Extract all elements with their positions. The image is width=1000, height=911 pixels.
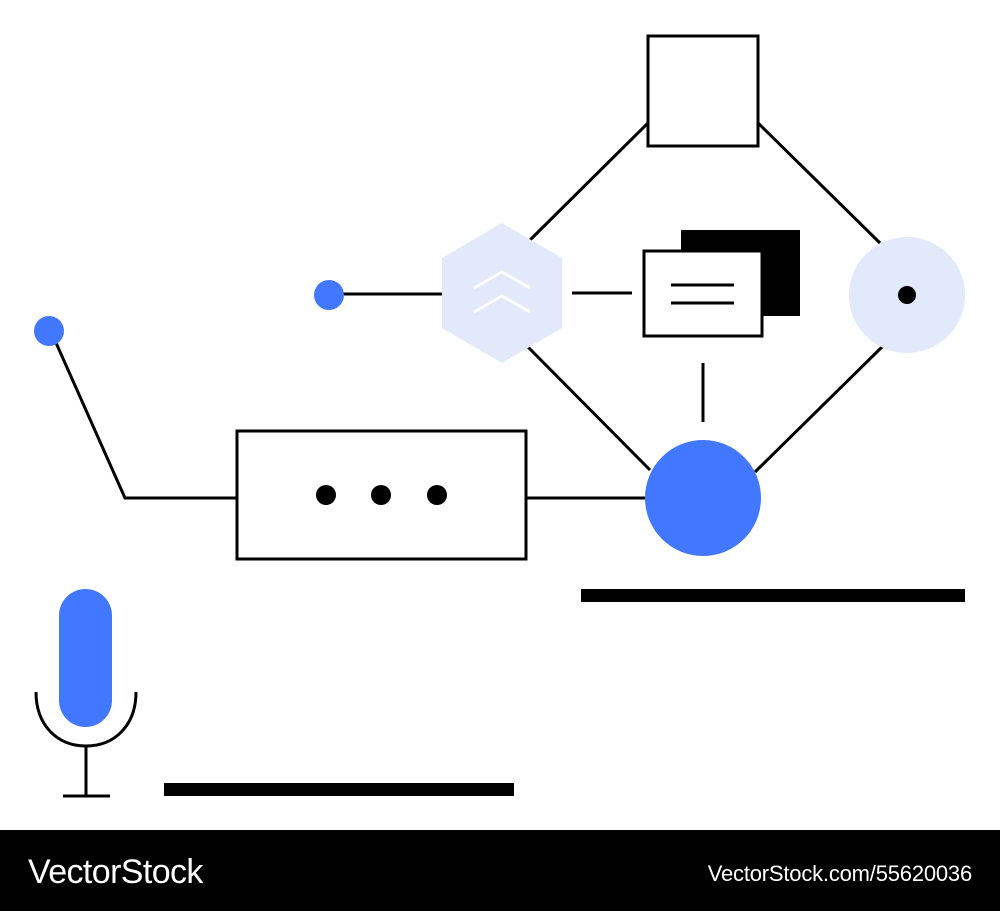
target-center-dot [898, 286, 916, 304]
microphone-capsule [59, 589, 112, 727]
filled-circle-icon [645, 440, 761, 556]
edge-pin-menu [51, 335, 237, 500]
pin-dot-icon [34, 316, 64, 346]
edge-left-bottom [525, 344, 652, 472]
dot [316, 485, 336, 505]
hexagon-chevron-up-icon [442, 223, 562, 363]
chevron-up-icon [473, 270, 531, 290]
top-node-square-icon [646, 34, 760, 148]
edge-right-bottom [753, 344, 885, 474]
more-dots-icon [235, 429, 528, 561]
network-diagram [34, 34, 965, 798]
brand-logo: VectorStock [28, 853, 203, 891]
dot [371, 485, 391, 505]
edge-top-right [756, 121, 882, 245]
right-underline-bar [581, 589, 965, 602]
pin-dot-icon [314, 280, 344, 310]
dot [427, 485, 447, 505]
stock-id: VectorStock.com/55620036 [707, 861, 972, 886]
document-front [642, 249, 764, 338]
chevron-up-icon [473, 294, 531, 314]
target-circle-icon [849, 237, 965, 353]
connectors [51, 121, 885, 500]
watermark-footer: VectorStock VectorStock.com/55620036 [0, 830, 1000, 911]
left-underline-bar [164, 783, 514, 796]
edge-top-left [525, 121, 650, 245]
hexagon-shape [442, 223, 562, 363]
stacked-documents-icon [642, 230, 800, 338]
menu-box [235, 429, 528, 561]
microphone-icon [34, 589, 138, 798]
